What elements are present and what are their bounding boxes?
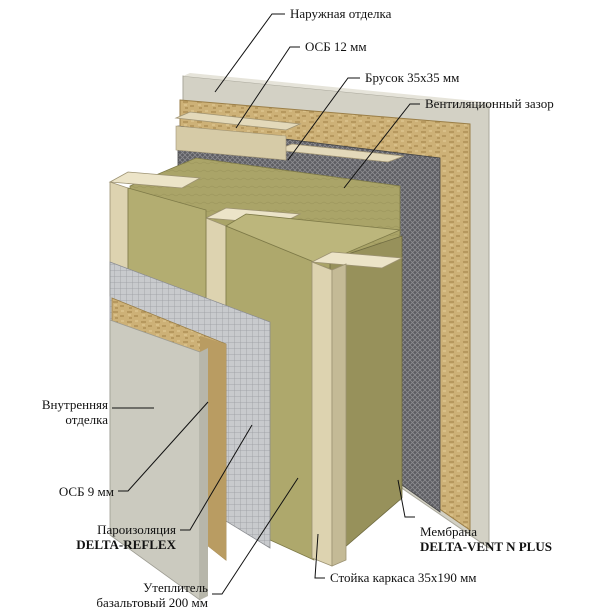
label-inner-finish: Внутренняя отделка bbox=[0, 397, 108, 427]
label-batten: Брусок 35x35 мм bbox=[365, 70, 459, 85]
label-insulation: Утеплитель базальтовый 200 мм bbox=[0, 580, 208, 610]
label-membrane-line1: Мембрана bbox=[420, 524, 552, 539]
inner-finish-board bbox=[110, 320, 200, 600]
stud-3-side bbox=[332, 264, 346, 566]
label-stud: Стойка каркаса 35x190 мм bbox=[330, 570, 477, 585]
label-outer-finish: Наружная отделка bbox=[290, 6, 391, 21]
label-membrane: Мембрана DELTA-VENT N PLUS bbox=[420, 524, 552, 554]
inner-finish-edge bbox=[200, 348, 208, 600]
label-osb-9: ОСБ 9 мм bbox=[0, 484, 114, 499]
label-vapor-barrier: Пароизоляция DELTA-REFLEX bbox=[0, 522, 176, 552]
label-osb-12: ОСБ 12 мм bbox=[305, 39, 367, 54]
label-inner-finish-line2: отделка bbox=[0, 412, 108, 427]
stud-3-front bbox=[312, 262, 332, 566]
label-insulation-line1: Утеплитель bbox=[0, 580, 208, 595]
label-insulation-line2: базальтовый 200 мм bbox=[0, 595, 208, 610]
label-vapor-line2: DELTA-REFLEX bbox=[0, 537, 176, 552]
label-vent-gap: Вентиляционный зазор bbox=[425, 96, 554, 111]
label-inner-finish-line1: Внутренняя bbox=[0, 397, 108, 412]
label-vapor-line1: Пароизоляция bbox=[0, 522, 176, 537]
label-membrane-line2: DELTA-VENT N PLUS bbox=[420, 539, 552, 554]
